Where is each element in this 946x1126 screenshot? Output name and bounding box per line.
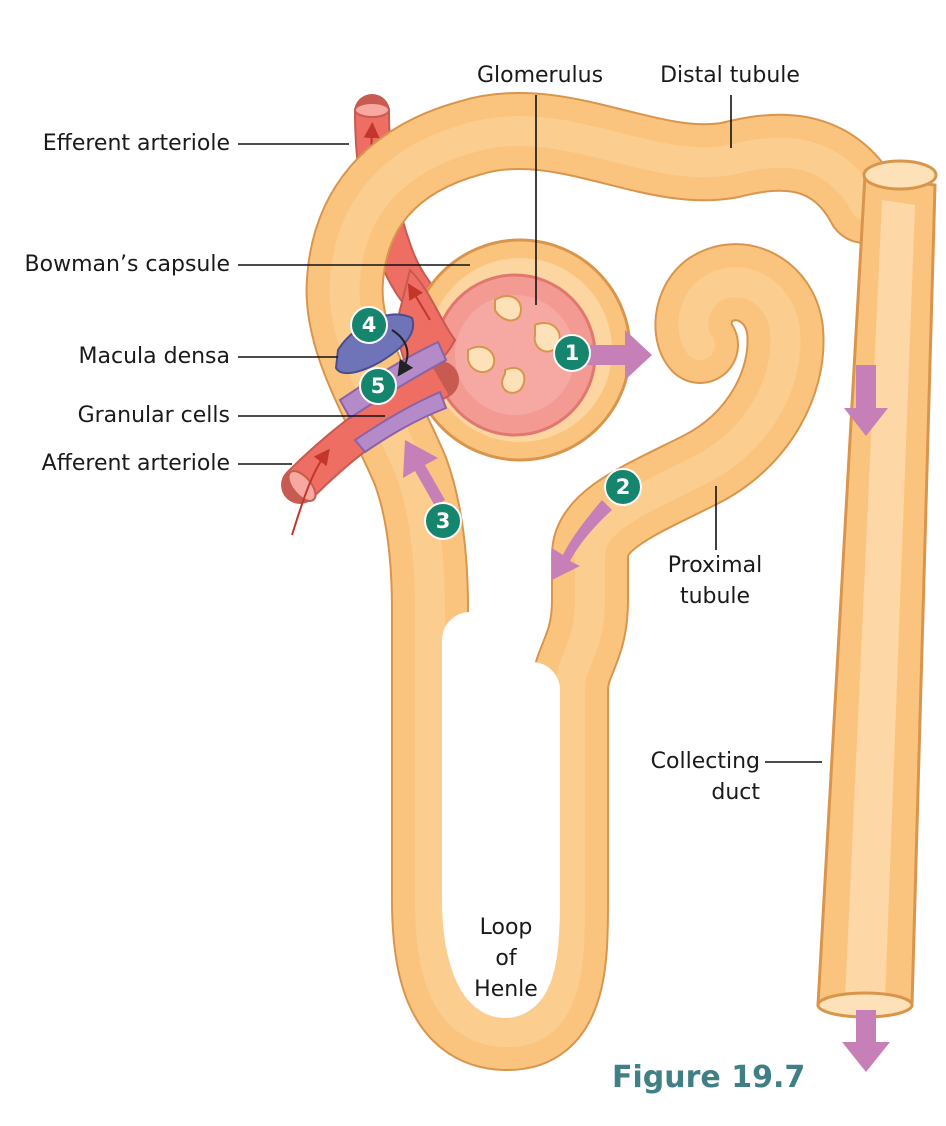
figure-label: Figure 19.7 bbox=[612, 1060, 806, 1095]
glomerulus-label: Glomerulus bbox=[476, 63, 604, 88]
bowmans-capsule-label: Bowman’s capsule bbox=[24, 252, 230, 277]
step-2: 2 bbox=[604, 468, 642, 506]
granular-cells-label: Granular cells bbox=[77, 403, 230, 428]
feedback-arrow bbox=[391, 329, 414, 377]
macula-densa-label: Macula densa bbox=[78, 344, 230, 369]
loop-of-henle-label-line2: of bbox=[495, 946, 517, 971]
efferent-arteriole-label: Efferent arteriole bbox=[42, 131, 230, 156]
flow-arrow-down bbox=[844, 365, 888, 436]
collecting-duct-label-line2: duct bbox=[711, 780, 760, 805]
afferent-arteriole-label: Afferent arteriole bbox=[41, 451, 230, 476]
svg-text:1: 1 bbox=[565, 341, 580, 365]
tubule-body bbox=[305, 91, 904, 1071]
loop-of-henle-label-line1: Loop bbox=[479, 915, 533, 940]
proximal-tubule-label-line1: Proximal bbox=[667, 553, 763, 578]
svg-text:2: 2 bbox=[616, 475, 631, 499]
svg-text:4: 4 bbox=[362, 313, 377, 337]
step-4: 4 bbox=[350, 306, 388, 344]
flow-arrow-3 bbox=[403, 440, 445, 506]
step-5: 5 bbox=[359, 367, 397, 405]
afferent-arteriole bbox=[281, 361, 459, 536]
flow-arrow-exit bbox=[842, 1010, 890, 1072]
collecting-duct bbox=[816, 159, 938, 1019]
step-3: 3 bbox=[424, 502, 462, 540]
distal-tubule-label: Distal tubule bbox=[660, 63, 800, 88]
svg-text:5: 5 bbox=[371, 374, 386, 398]
leader-lines bbox=[238, 95, 822, 763]
loop-of-henle-label-line3: Henle bbox=[474, 977, 538, 1002]
step-1: 1 bbox=[553, 334, 591, 372]
svg-text:3: 3 bbox=[436, 509, 451, 533]
flow-arrow-1 bbox=[585, 330, 652, 380]
collecting-duct-label-line1: Collecting bbox=[650, 749, 760, 774]
glomerulus bbox=[433, 273, 597, 437]
flow-arrow-2 bbox=[552, 500, 612, 580]
proximal-tubule-label-line2: tubule bbox=[679, 584, 751, 609]
